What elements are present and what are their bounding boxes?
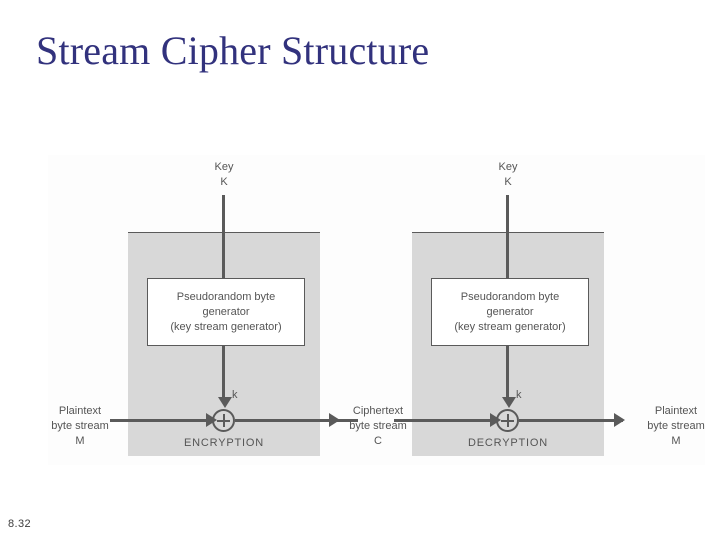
encryption-keystream-symbol: k xyxy=(232,389,238,401)
decryption-xor-node xyxy=(496,409,519,432)
decryption-keystream-symbol: k xyxy=(516,389,522,401)
encryption-input-arrowhead xyxy=(206,413,217,427)
encryption-key-label: Key K xyxy=(214,161,234,188)
encryption-xor-node xyxy=(212,409,235,432)
decryption-key-label: Key K xyxy=(498,161,518,188)
encryption-keystream-arrowhead xyxy=(218,397,232,408)
decryption-output-line xyxy=(519,419,623,422)
encryption-operation-label: ENCRYPTION xyxy=(184,437,264,449)
decryption-input-arrowhead xyxy=(490,413,501,427)
encryption-output-arrowhead xyxy=(329,413,340,427)
encryption-keystream-generator-box: Pseudorandom byte generator (key stream … xyxy=(147,278,305,346)
decryption-input-line xyxy=(394,419,498,422)
encryption-key-line-overlay xyxy=(222,195,225,290)
decryption-output-label: Plaintext byte stream M xyxy=(647,405,705,447)
encryption-keystream-line xyxy=(222,346,225,401)
decryption-keystream-arrowhead xyxy=(502,397,516,408)
decryption-key-line xyxy=(506,195,509,290)
stream-cipher-diagram: Key K Pseudorandom byte generator (key s… xyxy=(48,155,705,465)
slide-number: 8.32 xyxy=(8,518,32,530)
encryption-input-label: Plaintext byte stream M xyxy=(51,405,109,447)
decryption-keystream-generator-box: Pseudorandom byte generator (key stream … xyxy=(431,278,589,346)
encryption-input-line xyxy=(110,419,214,422)
page-title: Stream Cipher Structure xyxy=(36,28,430,73)
decryption-operation-label: DECRYPTION xyxy=(468,437,548,449)
decryption-output-arrowhead xyxy=(614,413,625,427)
ciphertext-label: Ciphertext byte stream C xyxy=(349,405,407,447)
encryption-output-line xyxy=(235,419,358,422)
decryption-keystream-line xyxy=(506,346,509,401)
